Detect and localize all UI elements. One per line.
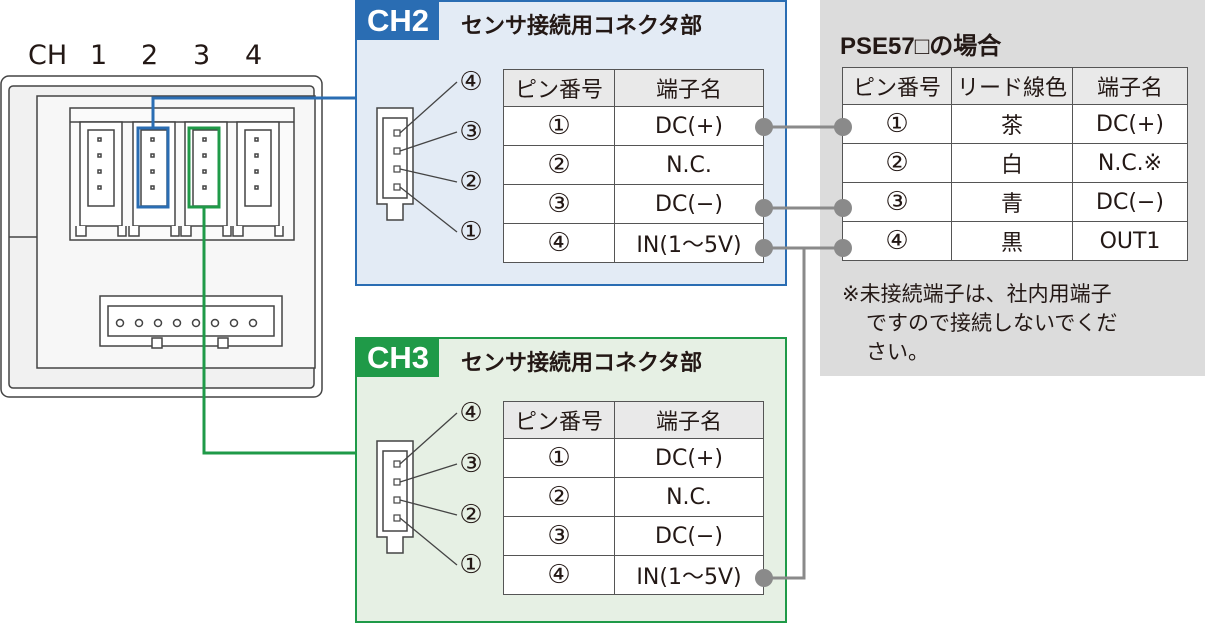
pse57-pin-table: ピン番号 リード線色 端子名 ① 茶 DC(+) ② 白 N.C.※ ③ 青 D… <box>842 67 1188 261</box>
pse57-name-1: DC(+) <box>1072 104 1188 144</box>
pse57-name-4: OUT1 <box>1072 221 1188 261</box>
ch2-header-pin: ピン番号 <box>503 69 615 107</box>
ch2-connector-pin-4: ④ <box>459 67 482 97</box>
table-row: ③ 青 DC(−) <box>842 182 1188 222</box>
ch3-pin-4: ④ <box>503 555 615 595</box>
pse57-title: PSE57□の場合 <box>840 33 1002 60</box>
pse57-note-line-2: ですので接続しないでくだ <box>866 311 1118 335</box>
pse57-color-3: 青 <box>951 182 1073 222</box>
pse57-header-color: リード線色 <box>951 67 1073 105</box>
table-row: ② 白 N.C.※ <box>842 143 1188 183</box>
ch2-title: センサ接続用コネクタ部 <box>461 14 703 39</box>
ch2-name-1: DC(+) <box>614 106 764 146</box>
ch2-pin-1: ① <box>503 106 615 146</box>
ch3-connector-pin-4: ④ <box>459 398 482 428</box>
ch3-name-4: IN(1〜5V) <box>614 555 764 595</box>
pse57-pin-3: ③ <box>842 182 952 222</box>
ch2-name-2: N.C. <box>614 145 764 185</box>
ch3-highlight <box>187 126 355 455</box>
pse57-pin-4: ④ <box>842 221 952 261</box>
ch2-name-4: IN(1〜5V) <box>614 223 764 263</box>
ch2-header-name: 端子名 <box>614 69 764 107</box>
ch3-name-1: DC(+) <box>614 438 764 478</box>
sensor-connectors <box>75 121 284 237</box>
pse57-pin-2: ② <box>842 143 952 183</box>
ch3-pin-1: ① <box>503 438 615 478</box>
pse57-note-line-1: ※未接続端子は、社内用端子 <box>842 282 1112 306</box>
table-row: ④ 黒 OUT1 <box>842 221 1188 261</box>
ch2-pin-2: ② <box>503 145 615 185</box>
pse57-header-name: 端子名 <box>1072 67 1188 105</box>
ch3-name-2: N.C. <box>614 477 764 517</box>
channel-1-label: 1 <box>90 40 108 71</box>
ch2-name-3: DC(−) <box>614 184 764 224</box>
channel-4-label: 4 <box>245 40 263 71</box>
ch3-pin-2: ② <box>503 477 615 517</box>
ch3-connector-pin-3: ③ <box>459 449 482 479</box>
table-row: ② N.C. <box>503 477 764 517</box>
ch3-panel: CH3 センサ接続用コネクタ部 ④ ③ ② ① ピン番号 端子名 ① DC(+)… <box>355 337 787 623</box>
pse57-color-4: 黒 <box>951 221 1073 261</box>
pse57-color-2: 白 <box>951 143 1073 183</box>
ch3-connector-pin-1: ① <box>459 550 482 580</box>
channel-prefix: CH <box>28 40 68 71</box>
table-row: ④ IN(1〜5V) <box>503 223 764 263</box>
pse57-name-2: N.C.※ <box>1072 143 1188 183</box>
pse57-color-1: 茶 <box>951 104 1073 144</box>
table-row: ④ IN(1〜5V) <box>503 555 764 595</box>
ch3-tag: CH3 <box>357 339 440 377</box>
connector-ch1 <box>75 121 127 237</box>
ch3-name-3: DC(−) <box>614 516 764 556</box>
pse57-box: PSE57□の場合 ピン番号 リード線色 端子名 ① 茶 DC(+) ② 白 N… <box>820 0 1205 376</box>
ch3-pin-3: ③ <box>503 516 615 556</box>
ch2-tag: CH2 <box>357 2 440 40</box>
ch2-connector-pin-1: ① <box>459 217 482 247</box>
ch2-connector-pin-2: ② <box>459 167 482 197</box>
ch3-connector-illustration: ④ ③ ② ① <box>376 398 483 580</box>
ch2-pin-4: ④ <box>503 223 615 263</box>
pse57-name-3: DC(−) <box>1072 182 1188 222</box>
ch3-connector-pin-2: ② <box>459 500 482 530</box>
table-row: ① 茶 DC(+) <box>842 104 1188 144</box>
pse57-note-line-3: さい。 <box>866 340 929 364</box>
ch2-panel: CH2 センサ接続用コネクタ部 ④ ③ ② ① ピン番号 端子名 ① DC(+)… <box>355 0 787 286</box>
ch3-header-name: 端子名 <box>614 401 764 439</box>
channel-3-label: 3 <box>193 40 211 71</box>
connector-ch4 <box>232 121 284 237</box>
ch2-highlight <box>136 96 355 209</box>
ch2-connector-pin-3: ③ <box>459 117 482 147</box>
ch3-title: センサ接続用コネクタ部 <box>461 351 703 376</box>
table-row: ② N.C. <box>503 145 764 185</box>
ch3-pin-table: ピン番号 端子名 ① DC(+) ② N.C. ③ DC(−) ④ IN(1〜5… <box>503 401 764 595</box>
table-row: ③ DC(−) <box>503 184 764 224</box>
output-connector <box>99 295 283 349</box>
ch2-pin-table: ピン番号 端子名 ① DC(+) ② N.C. ③ DC(−) ④ IN(1〜5… <box>503 69 764 263</box>
pse57-header-pin: ピン番号 <box>842 67 952 105</box>
ch3-header-pin: ピン番号 <box>503 401 615 439</box>
table-row: ① DC(+) <box>503 106 764 146</box>
table-row: ③ DC(−) <box>503 516 764 556</box>
ch2-pin-3: ③ <box>503 184 615 224</box>
channel-2-label: 2 <box>141 40 159 71</box>
ch2-connector-illustration: ④ ③ ② ① <box>376 67 483 247</box>
pse57-pin-1: ① <box>842 104 952 144</box>
table-row: ① DC(+) <box>503 438 764 478</box>
